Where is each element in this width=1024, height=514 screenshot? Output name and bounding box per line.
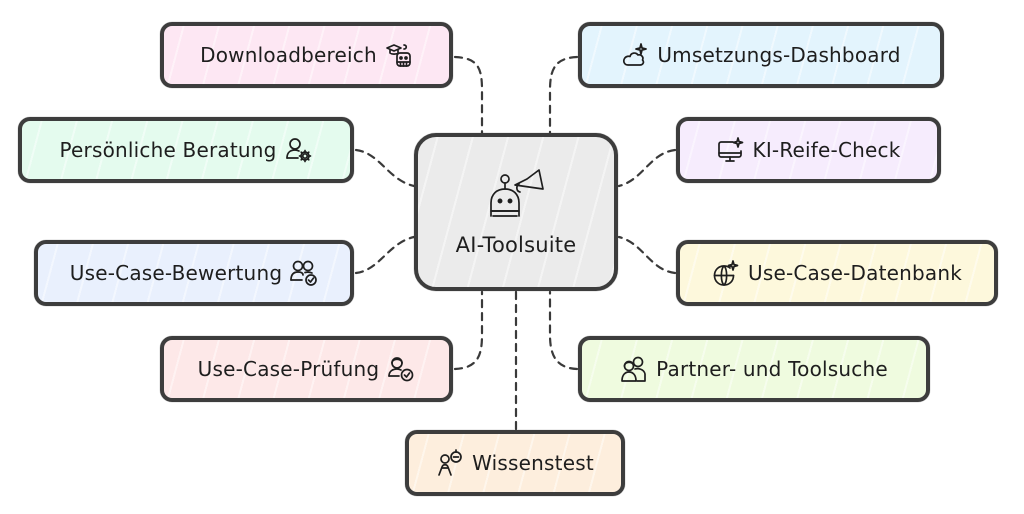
connector-ki [617,148,677,188]
node-wissenstest[interactable]: Wissenstest [405,430,625,496]
cloud-sparkle-icon [623,43,648,66]
connector-datenbank [617,235,677,275]
users-check-icon [290,260,318,286]
connector-bewertung [354,235,416,275]
connector-beratung [354,148,416,188]
node-label: Use-Case-Prüfung [197,357,380,381]
node-label: Use-Case-Datenbank [747,261,963,285]
node-downloadbereich[interactable]: Downloadbereich [160,22,453,88]
globe-sparkle-icon [713,260,739,286]
node-umsetzungs-dashboard[interactable]: Umsetzungs-Dashboard [578,22,944,88]
group-icon [621,356,646,382]
user-quiz-icon [438,449,462,476]
connector-dashboard [548,55,579,135]
robot-megaphone-icon [490,169,544,217]
center-node-ai-toolsuite[interactable]: AI-Toolsuite [414,133,618,291]
node-persoenliche-beratung[interactable]: Persönliche Beratung [18,117,354,183]
monitor-sparkle-icon [717,137,743,162]
node-partner-und-toolsuche[interactable]: Partner- und Toolsuche [578,336,930,402]
node-label: Downloadbereich [200,43,377,67]
node-use-case-bewertung[interactable]: Use-Case-Bewertung [34,240,354,306]
node-label: Wissenstest [472,451,594,475]
node-label: Partner- und Toolsuche [656,357,888,381]
connector-partner [548,290,579,371]
node-use-case-pruefung[interactable]: Use-Case-Prüfung [160,336,453,402]
user-gear-icon [285,138,311,163]
connector-pruefung [453,290,484,371]
graduation-robot-icon [386,44,411,67]
node-use-case-datenbank[interactable]: Use-Case-Datenbank [676,240,998,306]
node-label: Umsetzungs-Dashboard [657,43,901,67]
node-label: Persönliche Beratung [59,138,277,162]
user-check-icon [388,357,414,382]
node-label: Use-Case-Bewertung [69,261,283,285]
center-label: AI-Toolsuite [455,233,577,257]
connector-download [453,55,484,135]
node-label: KI-Reife-Check [752,138,901,162]
node-ki-reife-check[interactable]: KI-Reife-Check [676,117,941,183]
